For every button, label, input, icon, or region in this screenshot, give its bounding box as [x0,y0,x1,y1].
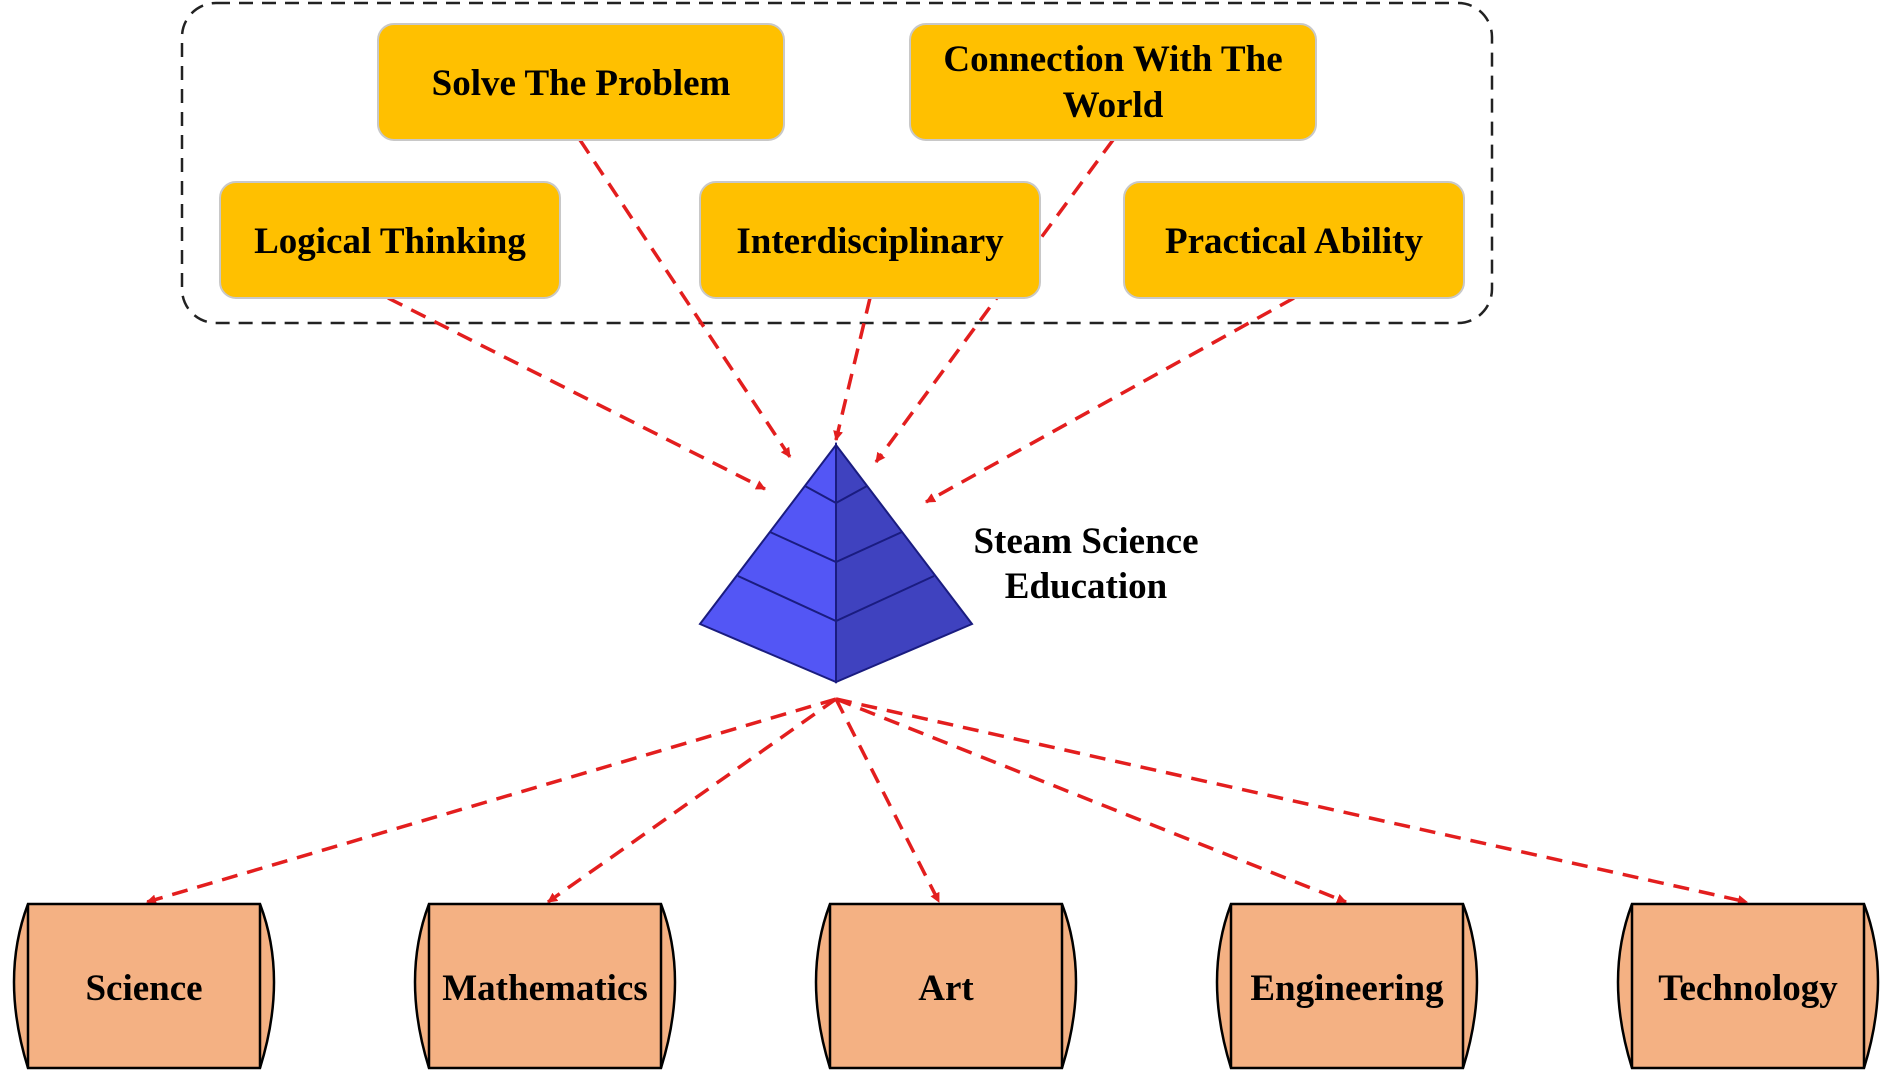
subject-box-technology-inner-lines [1630,904,1866,1068]
subject-box-mathematics-inner-lines [427,904,663,1068]
subject-box-art-inner-lines [828,904,1064,1068]
skill-box-solve: Solve The Problem [377,23,785,141]
subject-box-science-inner-lines [26,904,262,1068]
subject-label-technology: Technology [1658,968,1838,1009]
arrow-connectors [146,138,1748,905]
arrow-connection-to-pyramid [874,138,1115,464]
pyramid-right-face [835,442,974,684]
subject-box-engineering-inner-lines [1229,904,1465,1068]
subject-box-art: Art [814,902,1078,1070]
skill-box-connection: Connection With The World [909,23,1317,141]
skill-label-connection-line-2: World [1063,85,1164,126]
subject-label-mathematics: Mathematics [442,968,648,1009]
skill-label-logical: Logical Thinking [254,221,526,262]
skills-group-border [180,1,1494,325]
arrow-pyramid-to-science [146,697,837,905]
arrow-practical-to-pyramid [925,296,1295,504]
center-label-line-1: Steam Science [973,521,1198,562]
subject-boxes: Science Mathematics Art Engineering Tech… [12,902,1880,1070]
subject-box-engineering: Engineering [1215,902,1479,1070]
subject-box-science: Science [12,902,276,1070]
arrow-logical-to-pyramid [387,296,766,491]
subject-label-art: Art [918,968,974,1009]
skill-boxes: Solve The Problem Connection With The Wo… [219,23,1465,299]
subject-label-science: Science [85,968,202,1009]
skill-label-interdisciplinary: Interdisciplinary [736,221,1004,262]
skill-label-practical: Practical Ability [1165,221,1423,262]
skill-box-interdisciplinary-shape [699,181,1041,299]
subject-box-mathematics: Mathematics [413,902,677,1070]
skill-label-solve: Solve The Problem [432,63,731,104]
center-label-line-2: Education [1005,566,1168,607]
arrow-interdisciplinary-to-pyramid [833,297,872,441]
subject-label-engineering: Engineering [1250,968,1444,1009]
skill-box-practical: Practical Ability [1123,181,1465,299]
arrow-pyramid-to-art [834,698,941,903]
arrow-pyramid-to-technology [835,697,1748,905]
skill-box-interdisciplinary: Interdisciplinary [699,181,1041,299]
subject-box-technology: Technology [1616,902,1880,1070]
arrow-solve-to-pyramid [578,139,792,458]
skill-label-connection-line-1: Connection With The [943,39,1282,80]
arrow-pyramid-to-engineering [835,697,1347,904]
skill-box-logical-shape [219,181,561,299]
skill-box-solve-shape [377,23,785,141]
pyramid-left-face [698,442,837,684]
steam-pyramid [698,442,974,684]
skill-box-practical-shape [1123,181,1465,299]
skill-box-logical: Logical Thinking [219,181,561,299]
skill-box-connection-shape [909,23,1317,141]
arrow-pyramid-to-mathematics [546,697,838,904]
pyramid-layer-lines [737,485,935,623]
